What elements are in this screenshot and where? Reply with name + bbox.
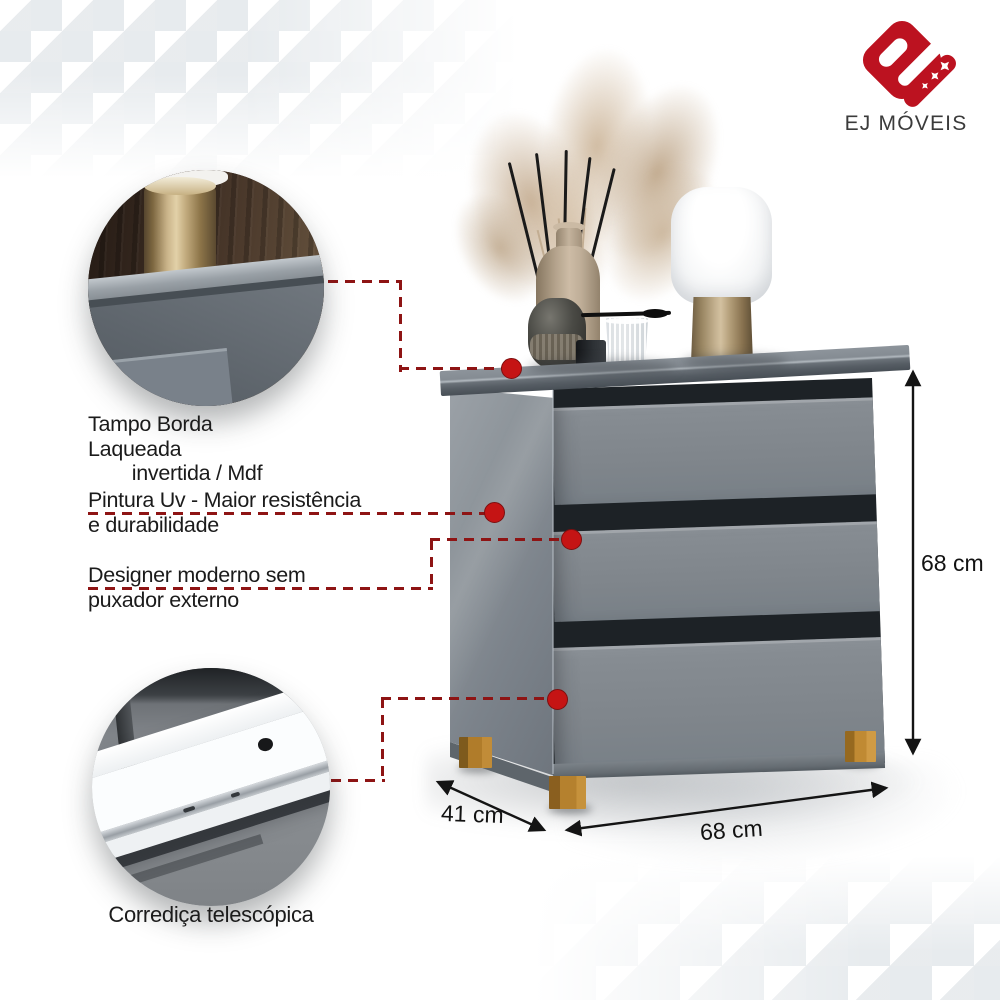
callout-dot-corredica [547,689,568,710]
drawer-bottom [553,637,885,772]
connector-pintura [88,512,487,515]
brand-name: EJ MÓVEIS [844,112,968,135]
callout-tampo: Tampo Borda Laqueada invertida / Mdf [88,412,306,486]
diffuser-jar [528,298,586,368]
connector-designer [430,540,433,590]
callout-designer: Designer moderno sem puxador externo [88,563,358,612]
callout-designer-line2: puxador externo [88,587,239,612]
drawer-middle [553,521,885,622]
depth-dimension-label: 41 cm [440,799,505,829]
connector-tampo [399,367,505,370]
connector-corredica [381,697,550,700]
wood-leg-left [459,737,492,768]
width-dimension-label: 68 cm [699,814,764,846]
callout-pintura-line2: e durabilidade [88,512,219,537]
lamp-base [691,297,753,363]
callout-dot-tampo [501,358,522,379]
dresser-corner-highlight [552,390,554,774]
stir-stick-bowl [642,309,668,318]
callout-dot-designer [561,529,582,550]
dresser-side-panel [450,388,555,776]
connector-designer [88,587,433,590]
wood-leg-front [549,776,586,809]
drawer-top [553,397,885,505]
connector-designer [430,538,564,541]
callout-pintura: Pintura Uv - Maior resistência e durabil… [88,488,378,537]
callout-tampo-line2: invertida / Mdf [131,461,263,485]
callout-designer-line1: Designer moderno sem [88,563,306,587]
callout-tampo-line1: Tampo Borda Laqueada [88,412,213,461]
vase-lip [553,222,585,232]
leg-shadow [458,764,498,773]
decor-shadow [682,355,788,369]
callout-pintura-line1: Pintura Uv - Maior resistência [88,488,361,512]
callout-corredica: Corrediça telescópica [108,902,314,927]
brand-logo-icon [862,20,956,107]
connector-corredica [381,698,384,783]
connector-corredica [331,779,385,782]
decor-shadow [527,360,677,375]
detail-circle-slide [92,668,330,906]
detail-circle-top-edge [88,170,324,406]
dresser-front [553,378,885,775]
wood-leg-right [845,731,876,762]
callout-dot-pintura [484,502,505,523]
connector-tampo [328,280,402,283]
connector-tampo [399,280,402,372]
height-dimension-label: 68 cm [921,550,984,576]
bg-pattern-top-left [0,0,545,185]
lamp-shade [671,187,772,304]
